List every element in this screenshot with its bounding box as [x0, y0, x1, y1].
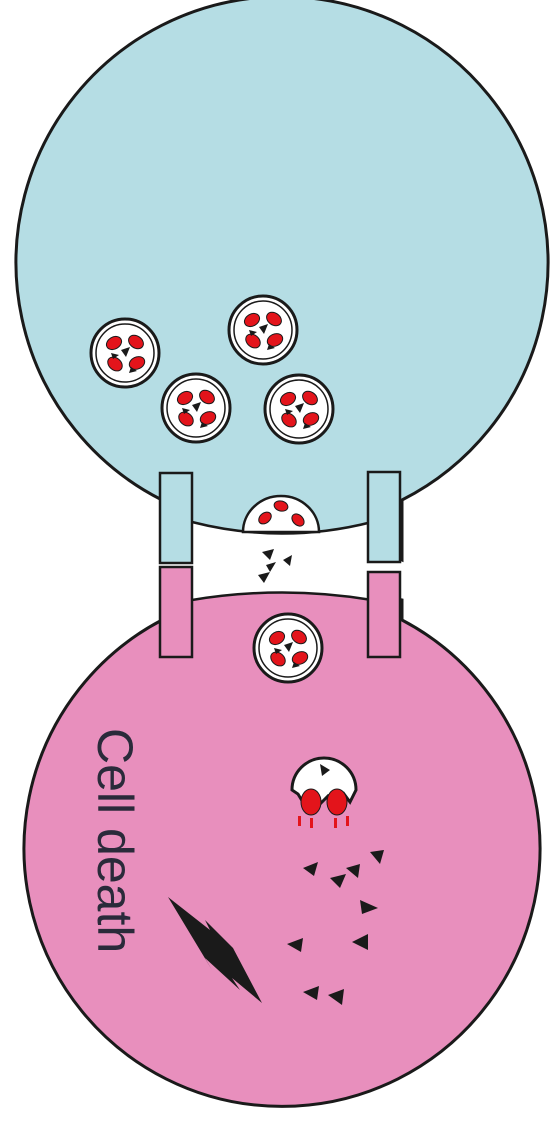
left-junction-lower: [160, 567, 192, 657]
vesicle-icon: [254, 614, 322, 682]
left-junction-upper: [160, 473, 192, 563]
right-junction-upper: [368, 472, 400, 562]
vesicle-icon: [229, 296, 297, 364]
vesicle-icon: [162, 374, 230, 442]
right-junction-lower: [368, 572, 400, 657]
vesicle-icon: [91, 319, 159, 387]
cell-death-label: Cell death: [87, 728, 143, 953]
upper-cell: [16, 0, 548, 560]
vesicle-icon: [265, 375, 333, 443]
